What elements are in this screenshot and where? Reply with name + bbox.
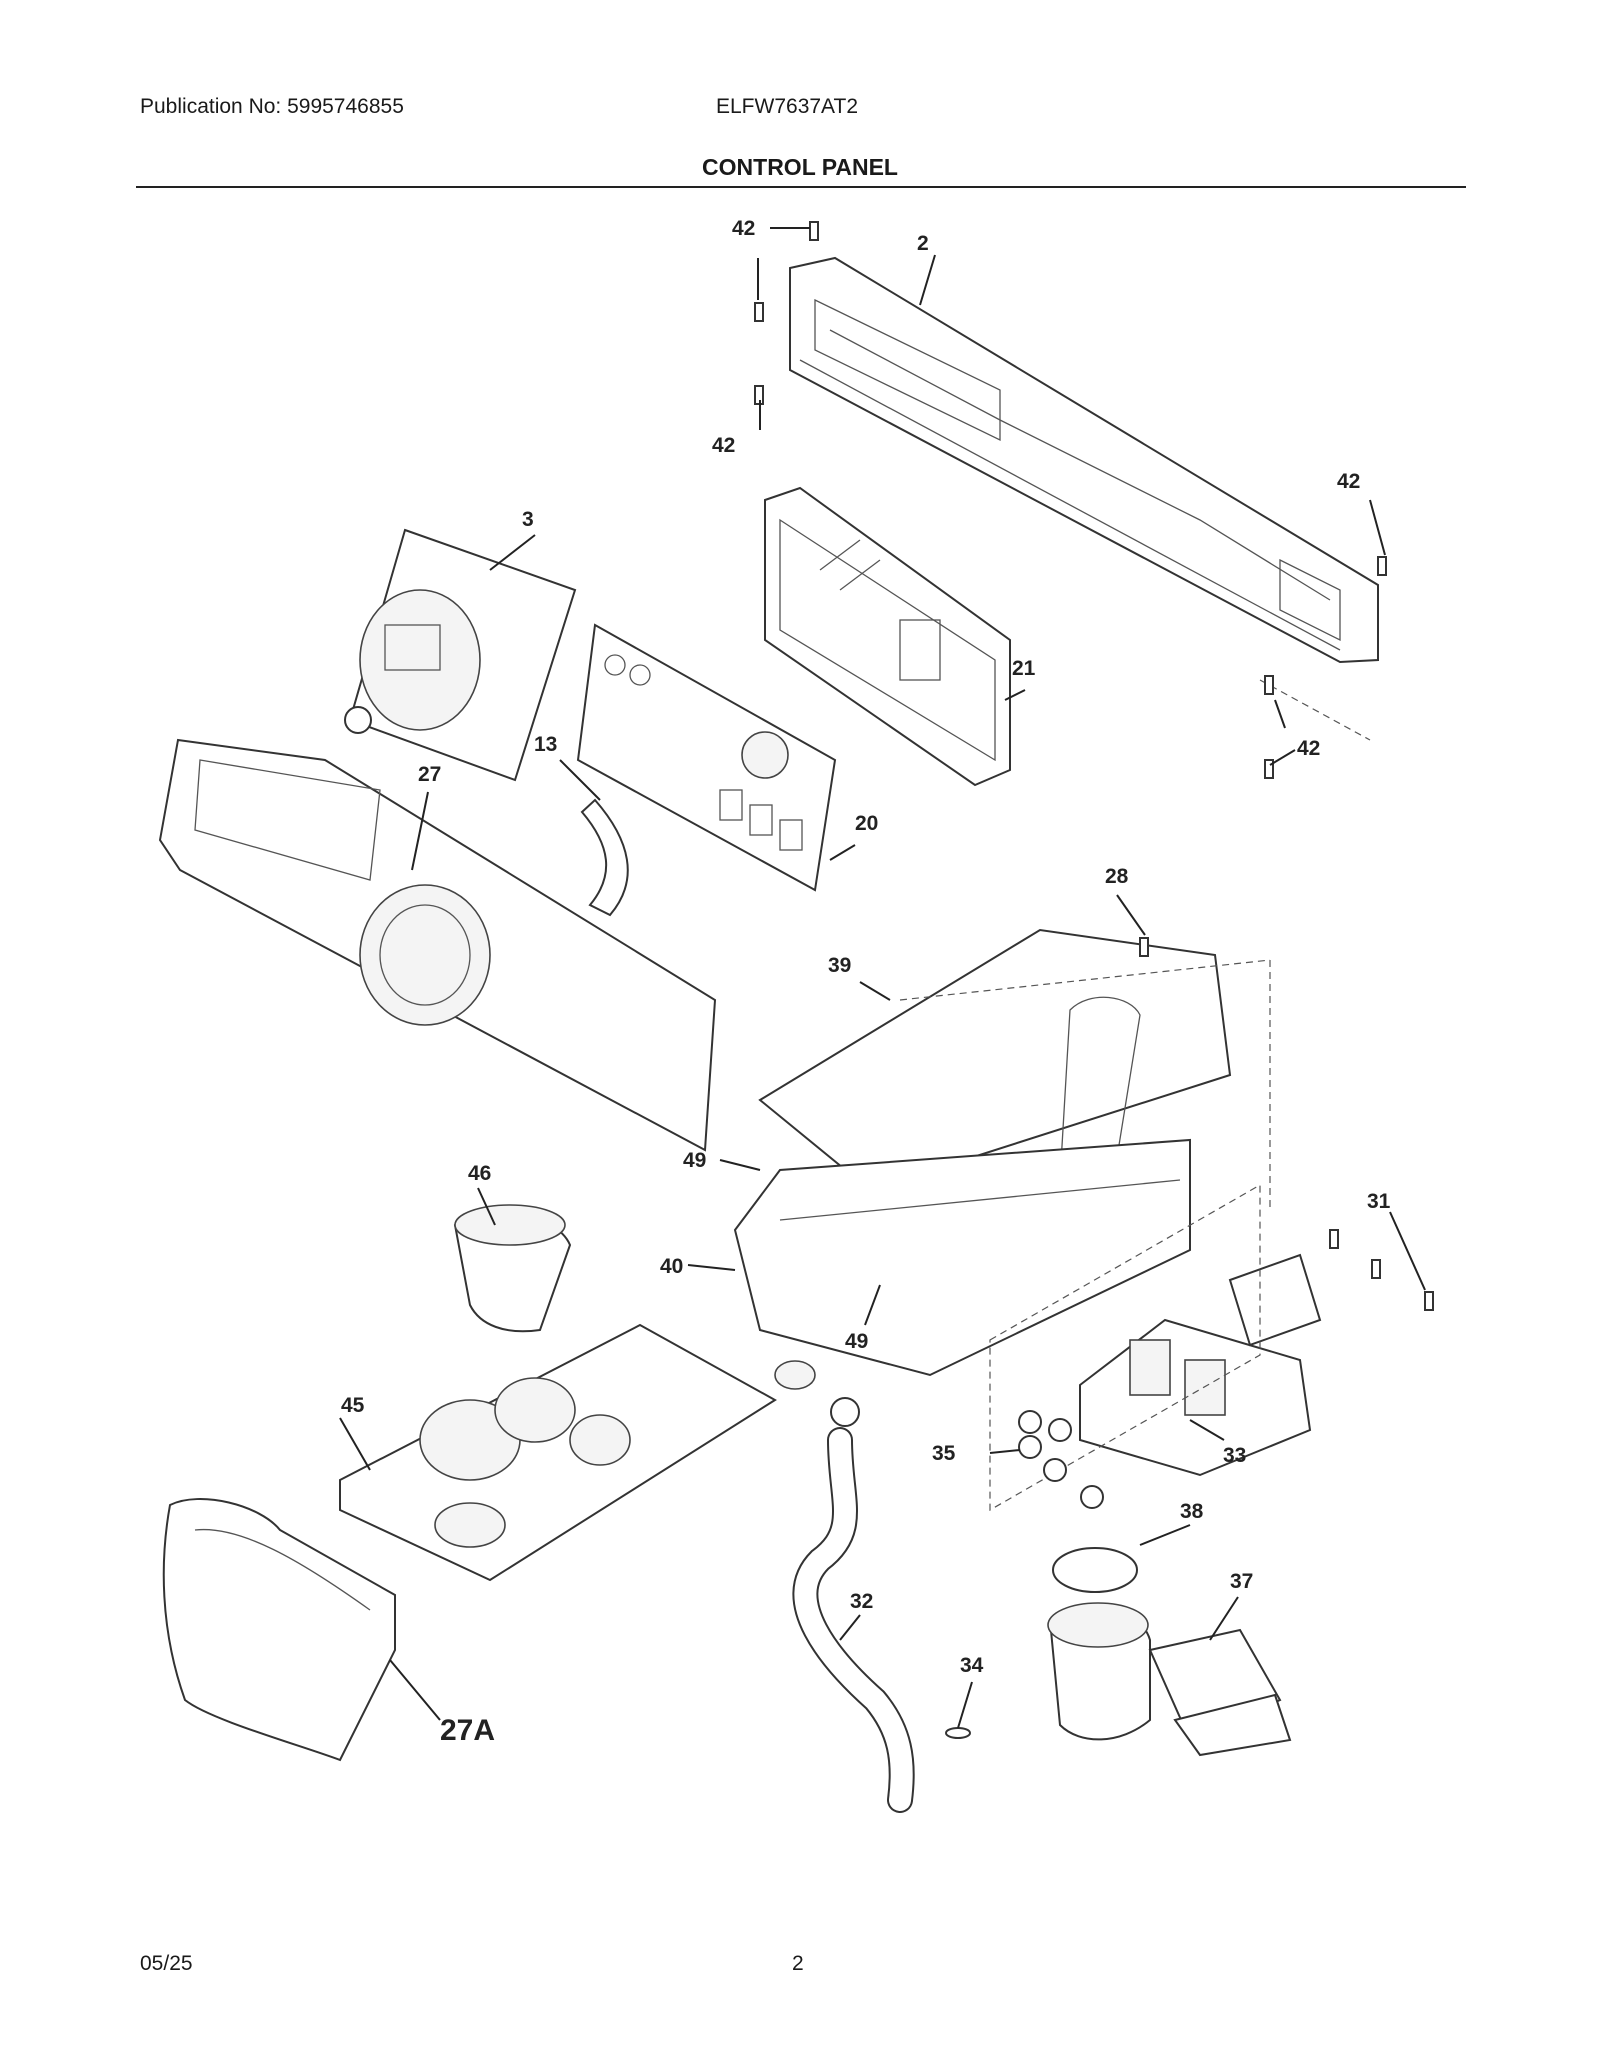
publication-number: Publication No: 5995746855 — [140, 95, 404, 118]
callout-39: 39 — [828, 954, 851, 977]
part-20-main-board — [576, 623, 837, 892]
callout-37: 37 — [1230, 1570, 1253, 1593]
callout-42-left: 42 — [712, 434, 735, 457]
part-33-water-valve — [989, 1183, 1322, 1512]
callout-2: 2 — [917, 232, 929, 255]
callout-46: 46 — [468, 1162, 491, 1185]
callout-33: 33 — [1223, 1444, 1246, 1467]
callout-13: 13 — [534, 733, 557, 756]
part-37-bellows — [1047, 1602, 1292, 1757]
part-27-console — [158, 738, 717, 1152]
callout-40: 40 — [660, 1255, 683, 1278]
page-title: CONTROL PANEL — [702, 154, 898, 180]
part-32-hose — [792, 1397, 915, 1813]
callout-27A: 27A — [440, 1714, 495, 1747]
callout-27: 27 — [418, 763, 441, 786]
part-46-cup — [453, 1204, 572, 1333]
control-panel-exploded-diagram: 2 3 13 20 21 27 27A 28 31 32 33 34 35 37… — [158, 217, 1434, 1813]
part-35-fittings — [1018, 1410, 1104, 1509]
model-number: ELFW7637AT2 — [716, 95, 859, 118]
callout-31: 31 — [1367, 1190, 1391, 1213]
part-3-display-board — [344, 528, 577, 782]
part-38-clamp — [1052, 1547, 1138, 1593]
part-45-dispenser-drawer — [339, 1323, 777, 1582]
callout-45: 45 — [341, 1394, 365, 1417]
part-13-led-ring — [580, 798, 629, 917]
callout-42-top: 42 — [732, 217, 755, 240]
screws — [754, 221, 1434, 1311]
callout-20: 20 — [855, 812, 878, 835]
callout-32: 32 — [850, 1590, 873, 1613]
callout-49-top: 49 — [683, 1149, 706, 1172]
callout-35: 35 — [932, 1442, 956, 1465]
callout-3: 3 — [522, 508, 534, 531]
part-21-housing — [764, 486, 1011, 787]
callout-49-bottom: 49 — [845, 1330, 868, 1353]
callout-21: 21 — [1012, 657, 1036, 680]
leader-lines — [339, 227, 1426, 1729]
callout-42-right: 42 — [1337, 470, 1360, 493]
callout-34: 34 — [960, 1654, 984, 1677]
title-rule — [136, 186, 1466, 188]
callout-42-lower: 42 — [1297, 737, 1320, 760]
part-40-dispenser-base — [733, 1138, 1191, 1390]
part-2-frame — [789, 256, 1379, 741]
callout-38: 38 — [1180, 1500, 1204, 1523]
part-27A-drawer-front — [162, 1498, 396, 1762]
callout-28: 28 — [1105, 865, 1129, 888]
page-number: 2 — [792, 1952, 804, 1975]
part-34-clip — [945, 1727, 971, 1739]
footer-date: 05/25 — [140, 1952, 193, 1975]
